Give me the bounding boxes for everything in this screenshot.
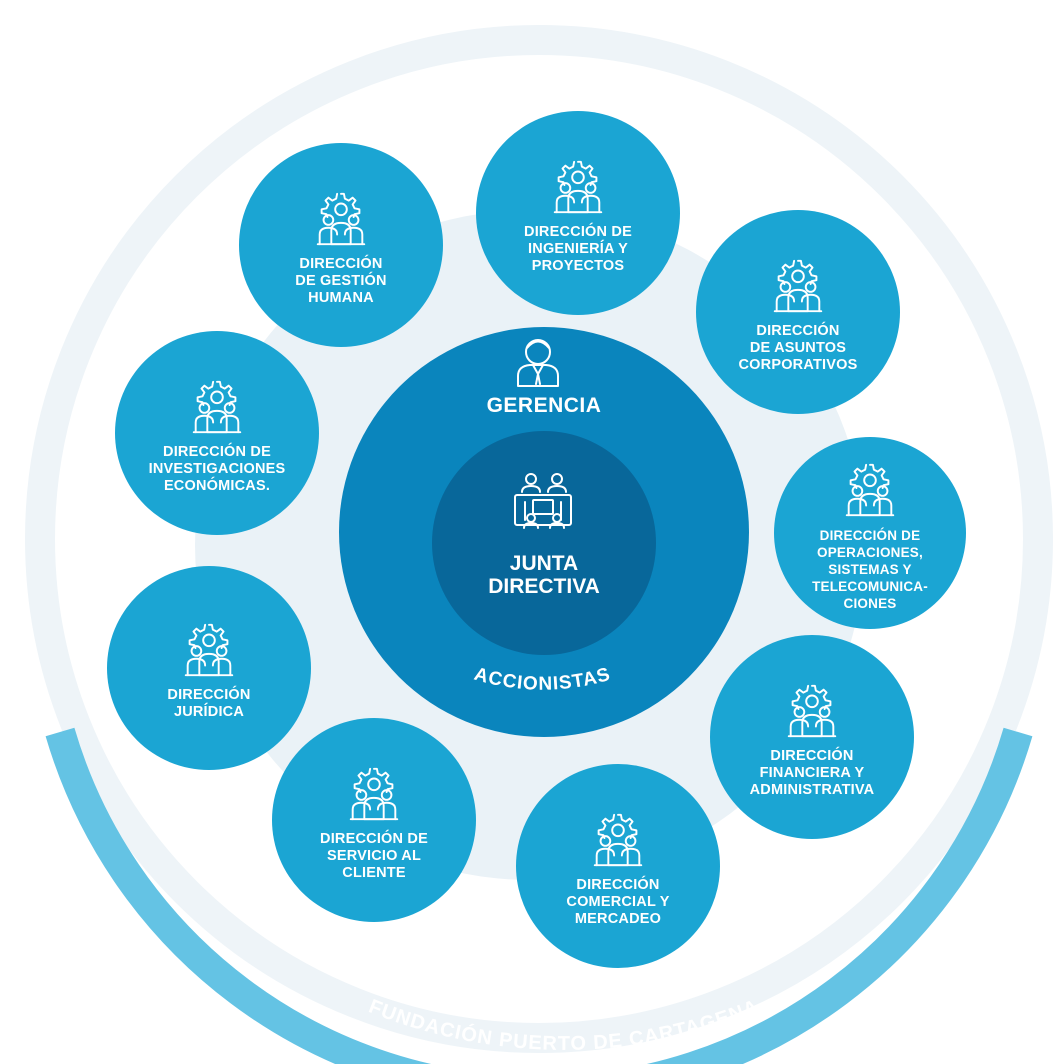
meeting-icon <box>514 473 572 529</box>
gerencia-title: GERENCIA <box>486 394 602 417</box>
node-label: DIRECCIÓN COMERCIAL Y MERCADEO <box>566 876 670 927</box>
node-label: DIRECCIÓN JURÍDICA <box>167 687 251 720</box>
node-label: DIRECCIÓN DE INGENIERÍA Y PROYECTOS <box>524 223 632 274</box>
node-servicio: DIRECCIÓN DE SERVICIO AL CLIENTE <box>272 718 476 922</box>
junta-circle <box>432 431 656 655</box>
node-label: DIRECCIÓN DE OPERACIONES, SISTEMAS Y TEL… <box>812 527 928 611</box>
node-label: DIRECCIÓN FINANCIERA Y ADMINISTRATIVA <box>749 747 875 798</box>
person-icon <box>517 339 559 387</box>
node-label: DIRECCIÓN DE GESTIÓN HUMANA <box>295 255 387 306</box>
outer-ring-arc <box>45 727 1033 1064</box>
node-financiera: DIRECCIÓN FINANCIERA Y ADMINISTRATIVA <box>710 635 914 839</box>
node-comercial: DIRECCIÓN COMERCIAL Y MERCADEO <box>516 764 720 968</box>
node-investigaciones: DIRECCIÓN DE INVESTIGACIONES ECONÓMICAS. <box>115 331 319 535</box>
node-label: DIRECCIÓN DE ASUNTOS CORPORATIVOS <box>738 322 858 373</box>
node-operaciones: DIRECCIÓN DE OPERACIONES, SISTEMAS Y TEL… <box>774 437 966 629</box>
node-asuntos: DIRECCIÓN DE ASUNTOS CORPORATIVOS <box>696 210 900 414</box>
team-gear-icon <box>547 156 609 224</box>
outer-ring <box>25 25 1053 1053</box>
team-gear-icon <box>178 619 240 687</box>
team-gear-icon <box>587 809 649 877</box>
node-juridica: DIRECCIÓN JURÍDICA <box>107 566 311 770</box>
team-gear-icon <box>310 188 372 256</box>
node-ingenieria: DIRECCIÓN DE INGENIERÍA Y PROYECTOS <box>476 111 680 315</box>
team-gear-icon <box>186 376 248 444</box>
team-gear-icon <box>839 459 901 527</box>
junta-directiva-title: JUNTA DIRECTIVA <box>488 552 600 598</box>
node-gestion: DIRECCIÓN DE GESTIÓN HUMANA <box>239 143 443 347</box>
node-label: DIRECCIÓN DE INVESTIGACIONES ECONÓMICAS. <box>148 443 286 494</box>
team-gear-icon <box>343 763 405 831</box>
team-gear-icon <box>781 680 843 748</box>
node-label: DIRECCIÓN DE SERVICIO AL CLIENTE <box>320 830 428 881</box>
team-gear-icon <box>767 255 829 323</box>
